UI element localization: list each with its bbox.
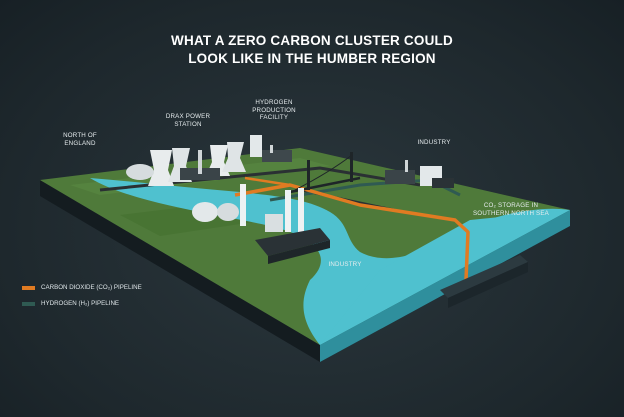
legend-swatch-hydrogen	[22, 301, 35, 306]
industry-right-site	[385, 160, 454, 188]
label-north-of-england: NORTH OF ENGLAND	[63, 132, 97, 147]
legend-swatch-co2	[22, 285, 35, 290]
label-hydrogen-facility: HYDROGEN PRODUCTION FACILITY	[252, 99, 296, 121]
title-line-2: LOOK LIKE IN THE HUMBER REGION	[188, 51, 436, 66]
co2-pipeline	[234, 183, 470, 281]
label-industry-right: INDUSTRY	[417, 139, 451, 146]
sea-side	[320, 210, 570, 362]
label-industry-bottom: INDUSTRY	[328, 261, 362, 268]
hydrogen-facility	[250, 135, 292, 162]
drax-power-station	[126, 142, 246, 186]
base-left-side	[40, 180, 320, 362]
title-line-1: WHAT A ZERO CARBON CLUSTER COULD	[171, 33, 453, 48]
storage-platform-front	[448, 262, 528, 308]
label-drax-power-station: DRAX POWER STATION	[165, 113, 211, 128]
label-co2-storage: CO₂ STORAGE IN SOUTHERN NORTH SEA	[472, 202, 550, 217]
storage-platform	[440, 255, 528, 298]
co2-pipeline	[244, 176, 291, 187]
legend-label-co2: CARBON DIOXIDE (CO₂) PIPELINE	[41, 284, 142, 291]
legend-label-hydrogen: HYDROGEN (H₂) PIPELINE	[41, 300, 120, 307]
estuary-water	[90, 178, 570, 345]
legend-hydrogen-pipeline: HYDROGEN (H₂) PIPELINE	[22, 300, 119, 307]
industry-bottom-site	[192, 184, 330, 264]
legend-co2-pipeline: CARBON DIOXIDE (CO₂) PIPELINE	[22, 284, 142, 291]
